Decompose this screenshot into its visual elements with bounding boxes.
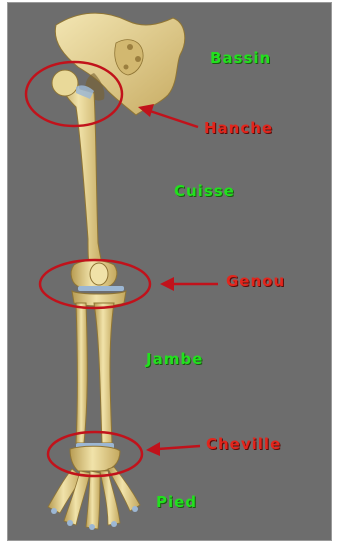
knee-arrow	[160, 277, 218, 291]
ankle-arrow	[146, 442, 200, 456]
hip-arrow	[138, 104, 198, 127]
knee-label: Genou	[226, 272, 285, 290]
thigh-label: Cuisse	[174, 182, 235, 200]
femur-bone	[52, 70, 117, 287]
hip-label: Hanche	[204, 119, 273, 137]
tibia-fibula-bones	[76, 303, 114, 443]
pelvis-label: Bassin	[210, 49, 271, 67]
foot-label: Pied	[156, 493, 197, 511]
ankle-label: Cheville	[206, 435, 281, 453]
ankle-joint	[70, 443, 120, 471]
leg-label: Jambe	[146, 350, 203, 368]
diagram-frame: Bassin Hanche Cuisse Genou Jambe Chevill…	[8, 3, 331, 540]
